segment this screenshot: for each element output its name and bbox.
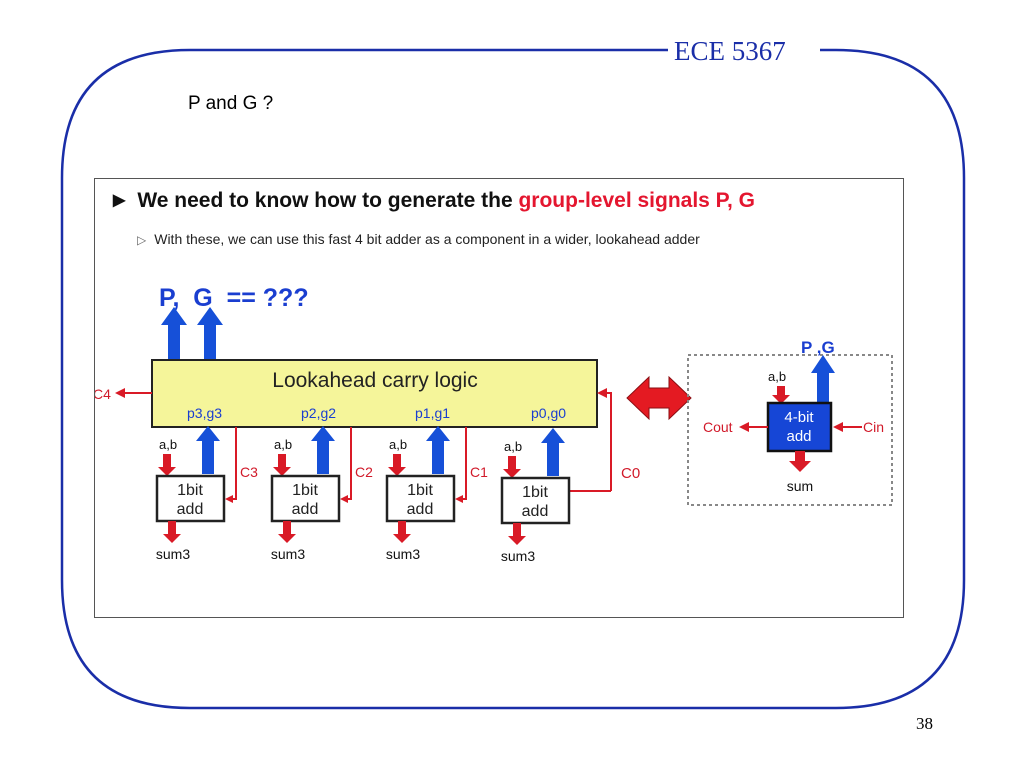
adder-3-ab-arrow [158, 454, 176, 476]
adder-2-carry-line [344, 427, 352, 500]
adder-0-pg-arrow [541, 428, 565, 476]
adder-3-carry-arrow-head [225, 495, 233, 503]
subline: ▷ With these, we can use this fast 4 bit … [137, 231, 700, 247]
adder-1-name-2: add [407, 501, 434, 518]
adder-0-ab-arrow [503, 456, 521, 478]
sub-bullet-icon: ▷ [137, 233, 147, 247]
adder-2-carry-arrow-head [340, 495, 348, 503]
block-name-2: add [786, 428, 811, 445]
adder-2-box [270, 474, 341, 523]
bullet-triangle-icon: ▶ [113, 192, 126, 209]
block-cout-label: Cout [703, 419, 733, 435]
adder-1-ab-label: a,b [389, 437, 407, 452]
adder-2-ab-arrow [273, 454, 291, 476]
adder-1-carry-arrow-head [455, 495, 463, 503]
adder-0-ab-label: a,b [504, 439, 522, 454]
adder-1: p1,g1 a,b 1bit add sum3 C1 [385, 405, 488, 562]
adder-0-name-1: 1bit [522, 484, 548, 501]
block-sum-label: sum [787, 478, 813, 494]
logic-label: Lookahead carry logic [272, 369, 477, 392]
adder-3-pg-label: p3,g3 [187, 405, 222, 421]
c0-arrow-head [597, 388, 607, 398]
pg-label: P, G == ??? [159, 284, 309, 312]
adder-0: p0,g0 a,b 1bit add sum3 [500, 405, 571, 564]
adder-2: p2,g2 a,b 1bit add sum3 C2 [270, 405, 373, 562]
headline-highlight: group-level signals P, G [518, 189, 755, 212]
block-name-1: 4-bit [784, 409, 814, 426]
adder-0-pg-label: p0,g0 [531, 405, 566, 421]
block-cout-arrow-head [739, 422, 749, 432]
adder-3: p3,g3 a,b 1bit add sum3 C3 [155, 405, 258, 562]
adder-3-ab-label: a,b [159, 437, 177, 452]
slide-question: P and G ? [188, 93, 274, 114]
adder-3-name-1: 1bit [177, 482, 203, 499]
adder-3-sum-label: sum3 [156, 546, 190, 562]
block-ab-label: a,b [768, 369, 786, 384]
c4-arrow-head [115, 388, 125, 398]
block-cin-arrow-head [833, 422, 843, 432]
c0-label: C0 [621, 465, 640, 482]
adder-0-name-2: add [522, 503, 549, 520]
headline-prefix: We need to know how to generate the [137, 189, 519, 212]
c4-label: C4 [95, 386, 111, 402]
adder-3-carry-line [229, 427, 237, 500]
g-up-arrow [197, 307, 223, 361]
adder-3-pg-arrow [196, 426, 220, 474]
adder-0-sum-label: sum3 [501, 548, 535, 564]
subline-text: With these, we can use this fast 4 bit a… [154, 231, 700, 247]
adder-2-pg-label: p2,g2 [301, 405, 336, 421]
headline: ▶ We need to know how to generate the gro… [113, 189, 755, 213]
adder-3-box [155, 474, 226, 523]
block-sum-arrow [789, 451, 811, 472]
adder-3-name-2: add [177, 501, 204, 518]
content-box: ▶ We need to know how to generate the gro… [94, 178, 904, 618]
adder-1-pg-label: p1,g1 [415, 405, 450, 421]
course-title: ECE 5367 [668, 36, 792, 66]
adder-2-sum-label: sum3 [271, 546, 305, 562]
block-cin-label: Cin [863, 419, 884, 435]
block-pg-label: P ,G [801, 338, 835, 357]
adder-1-carry-line [459, 427, 467, 500]
lookahead-diagram: P, G == ??? Lookahead carry logic C4 C0 … [95, 284, 893, 564]
adder-1-pg-arrow [426, 426, 450, 474]
adder-1-name-1: 1bit [407, 482, 433, 499]
adder-2-name-1: 1bit [292, 482, 318, 499]
adder-1-ab-arrow [388, 454, 406, 476]
page-number: 38 [916, 714, 933, 733]
block-ab-arrow [772, 386, 790, 404]
dotted-equivalence-box [687, 354, 893, 506]
adder-1-box [385, 474, 456, 523]
adder-1-sum-arrow [393, 521, 411, 543]
adder-3-sum-arrow [163, 521, 181, 543]
adder-2-sum-arrow [278, 521, 296, 543]
adder-2-name-2: add [292, 501, 319, 518]
adder-0-box [500, 476, 571, 525]
adder-0-sum-arrow [508, 523, 526, 545]
equivalence-double-arrow [626, 375, 692, 421]
adder-1-carry-label: C1 [470, 464, 488, 480]
adder-2-pg-arrow [311, 426, 335, 474]
block-pg-arrow [811, 355, 835, 403]
block-4bit-adder: P ,G a,b 4-bit add Cout Cin sum [703, 338, 884, 494]
c0-line [601, 392, 612, 491]
adder-2-carry-label: C2 [355, 464, 373, 480]
adder-2-ab-label: a,b [274, 437, 292, 452]
adder-1-sum-label: sum3 [386, 546, 420, 562]
p-up-arrow [161, 307, 187, 361]
adder-3-carry-label: C3 [240, 464, 258, 480]
